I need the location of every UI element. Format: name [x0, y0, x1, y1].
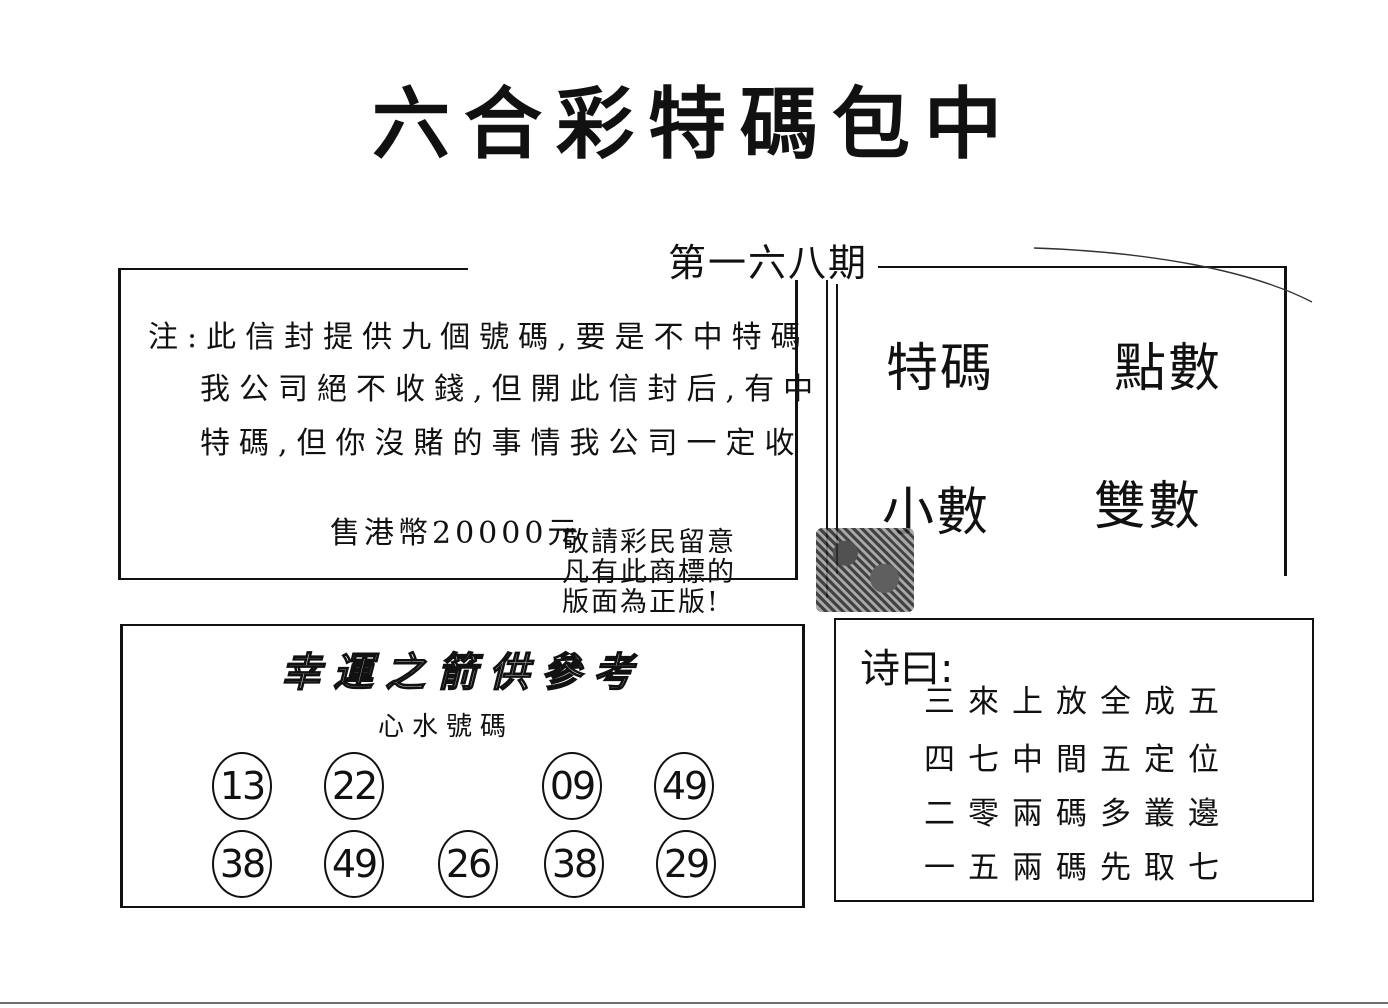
brand-notice: 敬請彩民留意 凡有此商標的 版面為正版!: [562, 528, 736, 618]
lucky-number: 29: [656, 830, 716, 898]
lucky-number: 49: [324, 830, 384, 898]
notice-line-2: 凡有此商標的: [562, 557, 736, 588]
lucky-subtitle: 心水號碼: [378, 712, 515, 742]
note-line-1: 注:此信封提供九個號碼,要是不中特碼: [148, 320, 810, 355]
lucky-number: 13: [212, 752, 272, 820]
lucky-title: 幸運之箭供參考: [280, 648, 645, 696]
note-line-3: 特碼,但你沒賭的事情我公司一定收: [200, 426, 804, 461]
poem-line-4: 一五兩碼先取七: [924, 850, 1232, 886]
attr-special-code: 特碼: [886, 339, 995, 399]
issue-number: 第一六八期: [668, 241, 869, 285]
page-title: 六合彩特碼包中: [371, 79, 1016, 170]
notice-line-3: 版面為正版!: [562, 587, 720, 618]
lucky-number: 26: [438, 830, 498, 898]
price-text: 售港幣20000元: [330, 516, 582, 551]
lucky-number: 38: [212, 830, 272, 898]
lucky-number: 09: [542, 752, 602, 820]
lucky-number: 49: [654, 752, 714, 820]
note-line-2: 我公司絕不收錢,但開此信封后,有中: [200, 372, 823, 407]
poem-line-1: 三來上放全成五: [924, 684, 1232, 720]
poem-line-3: 二零兩碼多叢邊: [924, 796, 1232, 832]
brand-logo-icon: [816, 528, 914, 612]
poem-line-2: 四七中間五定位: [924, 742, 1232, 778]
attr-points: 點數: [1114, 339, 1223, 399]
notice-line-1: 敬請彩民留意: [562, 527, 736, 558]
lucky-number: 22: [324, 752, 384, 820]
scan-edge: [0, 1002, 1388, 1004]
poem-label: 诗曰:: [860, 646, 954, 692]
pen-stroke: [1033, 247, 1313, 303]
lucky-number: 38: [544, 830, 604, 898]
attr-even: 雙數: [1094, 477, 1203, 537]
